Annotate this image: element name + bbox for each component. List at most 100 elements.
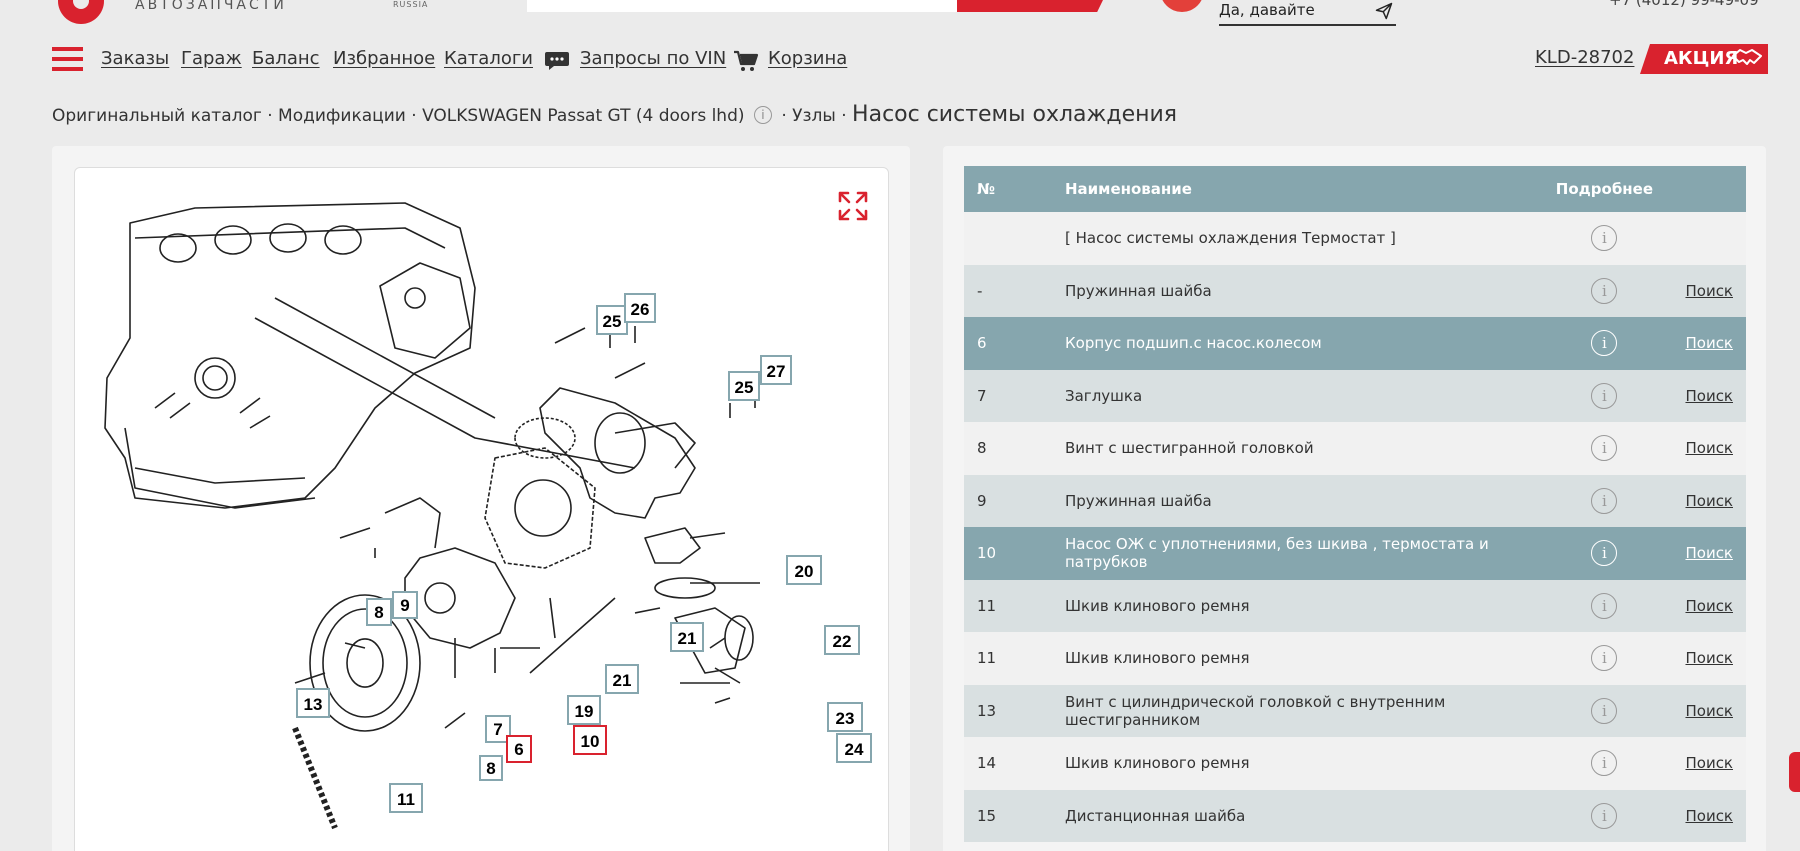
callout-label[interactable]: 20 bbox=[786, 555, 822, 585]
search-link[interactable]: Поиск bbox=[1685, 649, 1733, 668]
page-title: Насос системы охлаждения bbox=[852, 102, 1178, 127]
table-row[interactable]: 7 Заглушка i Поиск bbox=[964, 369, 1746, 422]
callout-label[interactable]: 25 bbox=[728, 371, 760, 401]
logo-icon[interactable] bbox=[58, 0, 104, 24]
info-icon[interactable]: i bbox=[1591, 645, 1618, 672]
parts-diagram: 25 26 25 27 20 22 bbox=[74, 167, 889, 851]
callout-label[interactable]: 24 bbox=[836, 733, 872, 763]
site-search-button[interactable] bbox=[957, 0, 1103, 12]
table-row[interactable]: 15 Дистанционная шайба i Поиск bbox=[964, 789, 1746, 842]
info-icon[interactable]: i bbox=[1591, 697, 1618, 724]
info-icon[interactable]: i bbox=[1591, 330, 1618, 357]
nav-favorites[interactable]: Избранное bbox=[333, 48, 436, 69]
svg-text:26: 26 bbox=[631, 300, 650, 319]
part-number: 11 bbox=[964, 632, 1052, 685]
callout-label[interactable]: 9 bbox=[392, 591, 418, 619]
top-bar: АВТОЗАПЧАСТИ RUSSIA Да, давайте +7 (4012… bbox=[0, 0, 1800, 30]
search-link[interactable]: Поиск bbox=[1685, 596, 1733, 615]
table-row[interactable]: 8 Винт с шестигранной головкой i Поиск bbox=[964, 422, 1746, 475]
callout-selected[interactable]: 10 bbox=[573, 725, 607, 755]
table-header-row: № Наименование Подробнее bbox=[964, 166, 1746, 212]
table-row[interactable]: 6 Корпус подшип.с насос.колесом i Поиск bbox=[964, 317, 1746, 370]
vehicle-info-icon[interactable]: i bbox=[753, 106, 772, 124]
info-icon[interactable]: i bbox=[1591, 540, 1618, 567]
svg-text:23: 23 bbox=[836, 709, 855, 728]
main-nav: Заказы Гараж Баланс Избранное Каталоги З… bbox=[0, 40, 1800, 80]
search-link[interactable]: Поиск bbox=[1685, 386, 1733, 405]
nav-vin-requests[interactable]: Запросы по VIN bbox=[580, 48, 727, 69]
search-link[interactable]: Поиск bbox=[1685, 334, 1733, 353]
callout-label[interactable]: 8 bbox=[479, 755, 503, 781]
table-row[interactable]: 9 Пружинная шайба i Поиск bbox=[964, 474, 1746, 527]
search-link[interactable]: Поиск bbox=[1685, 491, 1733, 510]
nav-orders[interactable]: Заказы bbox=[101, 48, 170, 69]
menu-icon[interactable] bbox=[52, 47, 83, 71]
nav-catalogs[interactable]: Каталоги bbox=[444, 48, 533, 69]
info-icon[interactable]: i bbox=[1591, 435, 1618, 462]
fullscreen-expand-icon[interactable] bbox=[837, 190, 869, 222]
table-row[interactable]: 11 Шкив клинового ремня i Поиск bbox=[964, 632, 1746, 685]
info-icon[interactable]: i bbox=[1591, 382, 1618, 409]
callout-active[interactable]: 6 bbox=[506, 735, 532, 763]
phone-number[interactable]: +7 (4012) 99-49-09 bbox=[1609, 0, 1759, 9]
callout-label[interactable]: 21 bbox=[670, 622, 704, 652]
svg-text:20: 20 bbox=[795, 562, 814, 581]
svg-text:19: 19 bbox=[575, 702, 594, 721]
svg-text:8: 8 bbox=[374, 603, 383, 622]
info-icon[interactable]: i bbox=[1591, 225, 1618, 252]
nav-cart[interactable]: Корзина bbox=[768, 48, 848, 69]
side-feedback-tab[interactable] bbox=[1789, 752, 1800, 792]
callout-label[interactable]: 21 bbox=[605, 664, 639, 694]
callout-label[interactable]: 19 bbox=[567, 695, 601, 725]
callout-label[interactable]: 22 bbox=[824, 625, 860, 655]
part-number: - bbox=[964, 264, 1052, 317]
svg-text:9: 9 bbox=[400, 596, 409, 615]
callout-label[interactable]: 26 bbox=[624, 293, 656, 323]
nav-balance[interactable]: Баланс bbox=[252, 48, 320, 69]
search-link[interactable]: Поиск bbox=[1685, 754, 1733, 773]
table-row[interactable]: - Пружинная шайба i Поиск bbox=[964, 264, 1746, 317]
svg-text:25: 25 bbox=[603, 312, 622, 331]
breadcrumb-catalog[interactable]: Оригинальный каталог bbox=[52, 106, 262, 126]
info-icon[interactable]: i bbox=[1591, 802, 1618, 829]
table-row[interactable]: 10 Насос ОЖ с уплотнениями, без шкива , … bbox=[964, 527, 1746, 580]
chat-reply-input[interactable]: Да, давайте bbox=[1219, 0, 1396, 26]
svg-text:22: 22 bbox=[833, 632, 852, 651]
promo-button[interactable]: АКЦИЯ bbox=[1640, 44, 1768, 74]
table-row[interactable]: 13 Винт с цилиндрической головкой с внут… bbox=[964, 684, 1746, 737]
info-icon[interactable]: i bbox=[1591, 592, 1618, 619]
info-icon[interactable]: i bbox=[1591, 487, 1618, 514]
handshake-icon bbox=[1732, 47, 1762, 72]
svg-text:21: 21 bbox=[613, 671, 632, 690]
callout-label[interactable]: 27 bbox=[760, 355, 792, 385]
callout-label[interactable]: 7 bbox=[485, 715, 511, 743]
table-row[interactable]: [ Насос системы охлаждения Термостат ] i bbox=[964, 212, 1746, 265]
nav-garage[interactable]: Гараж bbox=[181, 48, 242, 69]
svg-text:11: 11 bbox=[397, 790, 415, 809]
breadcrumb-modifications[interactable]: Модификации bbox=[278, 106, 406, 126]
search-link[interactable]: Поиск bbox=[1685, 281, 1733, 300]
callout-label[interactable]: 25 bbox=[596, 305, 628, 335]
breadcrumb-units[interactable]: Узлы bbox=[792, 106, 836, 126]
breadcrumb-separator: · bbox=[411, 106, 417, 126]
part-name: Заглушка bbox=[1052, 369, 1543, 422]
table-row[interactable]: 14 Шкив клинового ремня i Поиск bbox=[964, 737, 1746, 790]
info-icon[interactable]: i bbox=[1591, 277, 1618, 304]
callout-label[interactable]: 8 bbox=[366, 598, 392, 626]
table-row[interactable]: 11 Шкив клинового ремня i Поиск bbox=[964, 579, 1746, 632]
search-link[interactable]: Поиск bbox=[1685, 544, 1733, 563]
site-search-input[interactable] bbox=[527, 0, 957, 12]
search-link[interactable]: Поиск bbox=[1685, 806, 1733, 825]
breadcrumb-vehicle[interactable]: VOLKSWAGEN Passat GT (4 doors lhd) bbox=[422, 106, 745, 126]
part-name: Шкив клинового ремня bbox=[1052, 737, 1543, 790]
breadcrumb: Оригинальный каталог · Модификации · VOL… bbox=[52, 102, 1177, 127]
search-link[interactable]: Поиск bbox=[1685, 701, 1733, 720]
callout-label[interactable]: 23 bbox=[827, 702, 863, 732]
account-code-link[interactable]: KLD-28702 bbox=[1535, 47, 1635, 68]
info-icon[interactable]: i bbox=[1591, 750, 1618, 777]
svg-text:7: 7 bbox=[493, 720, 502, 739]
send-icon[interactable] bbox=[1375, 2, 1393, 24]
search-link[interactable]: Поиск bbox=[1685, 439, 1733, 458]
callout-label[interactable]: 11 bbox=[389, 783, 423, 813]
callout-label[interactable]: 13 bbox=[296, 688, 330, 718]
